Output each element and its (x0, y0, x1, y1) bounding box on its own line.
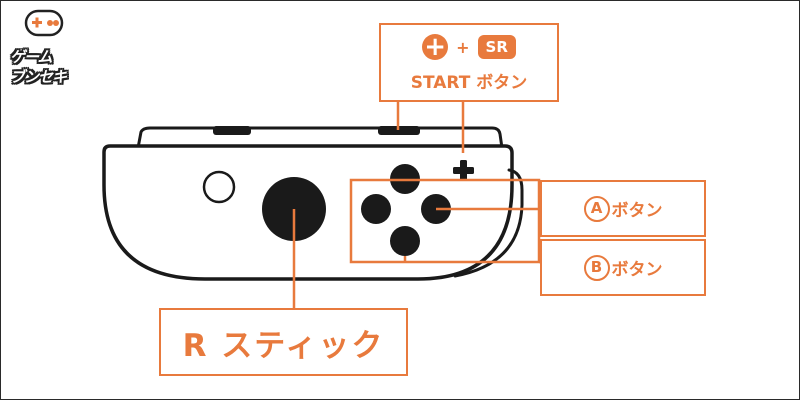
site-logo: ゲーム ブンセキ (6, 8, 86, 88)
start-label-text: START ボタン (410, 73, 528, 93)
shoulder-button-left (213, 126, 251, 135)
r-stick-label-text: R スティック (182, 327, 385, 364)
combo-joiner: + (456, 37, 470, 57)
b-label-text: ボタン (611, 260, 663, 280)
callout-lines (292, 102, 541, 308)
plus-circle-icon: + (422, 34, 449, 60)
a-label-text: ボタン (611, 201, 663, 221)
shoulder-button-right (378, 126, 420, 135)
start-button-label: + + SR START ボタン (379, 23, 559, 102)
b-letter-badge: B (583, 254, 610, 281)
r-stick-label: R スティック (159, 308, 408, 376)
controller-side-rail (453, 168, 524, 278)
a-button-label: A ボタン (540, 180, 706, 237)
logo-text-line2: ブンセキ (10, 68, 67, 86)
y-button (361, 194, 391, 224)
face-buttons-highlight (349, 178, 541, 264)
b-button-label: B ボタン (540, 239, 706, 296)
b-button (390, 226, 420, 256)
home-button (202, 170, 236, 204)
start-combo: + + SR (422, 34, 516, 60)
sr-badge: SR (477, 35, 516, 59)
plus-button (453, 160, 474, 181)
a-letter-badge: A (583, 195, 610, 222)
gamepad-icon (24, 9, 64, 37)
logo-text-line1: ゲーム (10, 48, 53, 66)
